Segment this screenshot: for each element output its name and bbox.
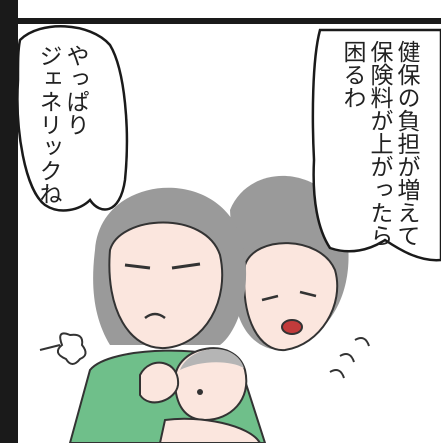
speech-right-line-2: 保険料が上がったら — [366, 40, 392, 247]
mother-mouth — [144, 312, 166, 320]
mother-eye-right — [171, 262, 201, 270]
speech-left-text: やっぱり ジェネリックね — [34, 44, 88, 205]
huff-puff-mark — [56, 332, 87, 365]
daughter-mouth — [281, 319, 303, 335]
speech-right-line-3: 困るわ — [339, 40, 365, 109]
sweat-mark-1 — [354, 337, 370, 347]
baby-eye — [197, 389, 203, 395]
baby-hair — [180, 349, 244, 370]
mother-face — [108, 221, 224, 350]
speech-bubble-right — [311, 28, 441, 262]
speech-left-line-2: ジェネリックね — [35, 44, 61, 205]
mother-eye-left — [124, 263, 151, 270]
speech-left-line-1: やっぱり — [62, 44, 88, 136]
baby-hand — [139, 361, 180, 404]
huff-line — [39, 344, 61, 351]
daughter-eye-left — [261, 294, 279, 302]
speech-bubble-left — [16, 25, 129, 212]
speech-right-line-1: 健保の負担が増えて — [393, 40, 419, 247]
left-panel-border — [0, 0, 18, 443]
top-panel-border — [0, 18, 441, 24]
baby-head — [173, 347, 248, 422]
daughter-face — [243, 242, 339, 352]
baby-character — [139, 347, 262, 443]
sweat-mark-2 — [339, 353, 355, 363]
daughter-eye-right — [299, 290, 317, 298]
speech-right-text: 健保の負担が増えて 保険料が上がったら 困るわ — [338, 40, 419, 247]
sweat-mark-3 — [329, 369, 345, 379]
